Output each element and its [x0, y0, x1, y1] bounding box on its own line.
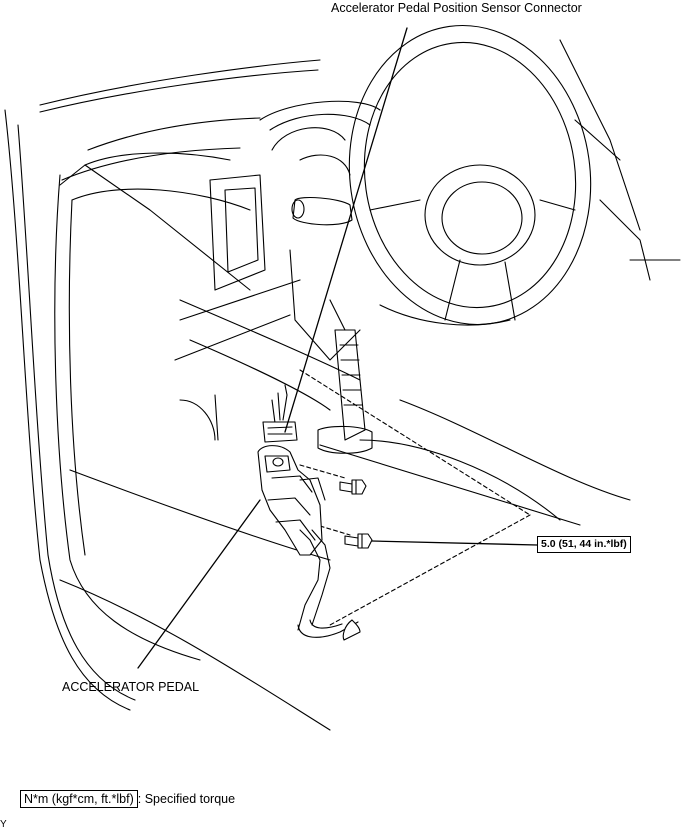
- install-guide-lines: [299, 369, 531, 626]
- torque-spec-label: 5.0 (51, 44 in.*lbf): [537, 536, 631, 553]
- floor-lines: [179, 299, 631, 501]
- legend-separator: :: [137, 792, 142, 806]
- accelerator-pedal-assembly: [257, 445, 361, 641]
- column-lever: [289, 196, 361, 361]
- pedal-label: ACCELERATOR PEDAL: [62, 680, 200, 694]
- brake-pedal: [317, 329, 581, 526]
- sensor-connector: [262, 384, 298, 443]
- bolt-lower: [344, 533, 373, 549]
- dashboard-outline: [39, 39, 681, 361]
- leader-lines: [137, 27, 538, 669]
- torque-legend: N*m (kgf*cm, ft.*lbf): Specified torque: [20, 790, 236, 808]
- corner-mark: Y: [0, 819, 7, 830]
- steering-wheel: [348, 24, 592, 326]
- legend-description: Specified torque: [144, 792, 236, 806]
- bolt-upper: [339, 479, 367, 495]
- connector-label: Accelerator Pedal Position Sensor Connec…: [331, 1, 582, 15]
- legend-unit-box: N*m (kgf*cm, ft.*lbf): [20, 790, 138, 808]
- door-pillar: [4, 109, 331, 731]
